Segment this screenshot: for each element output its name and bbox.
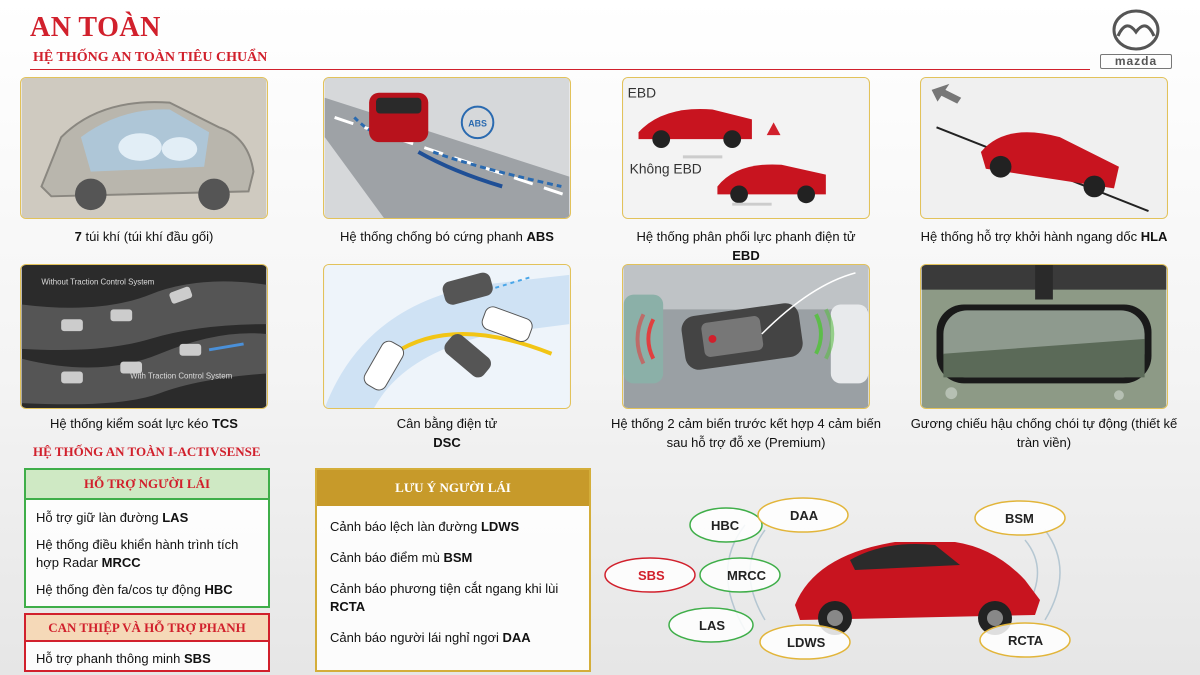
page-title: AN TOÀN [30,12,161,43]
list-item: Cảnh báo điểm mù BSM [330,550,473,565]
feature-caption: Hệ thống chống bó cứng phanh ABS [340,229,554,244]
brake-assist-panel: CAN THIỆP VÀ HỖ TRỢ PHANH Hỗ trợ phanh t… [24,613,270,672]
no-ebd-image-label: Không EBD [630,162,702,177]
dsc-icon [324,265,570,408]
list-item: Cảnh báo phương tiện cắt ngang khi lùi R… [330,581,559,614]
feature-caption: Hệ thống 2 cảm biến trước kết hợp 4 cảm … [611,416,881,450]
hla-image [920,77,1168,219]
parking-sensor-image [622,264,870,409]
tcs-without-label: Without Traction Control System [41,278,154,287]
list-item: Cảnh báo người lái nghỉ ngơi DAA [330,630,531,645]
ldws-label: LDWS [787,635,826,650]
logo-text: mazda [1100,54,1172,69]
rcta-label: RCTA [1008,633,1044,648]
list-item: Hệ thống điều khiển hành trình tích hợp … [36,537,239,570]
panel-heading: CAN THIỆP VÀ HỖ TRỢ PHANH [26,615,268,642]
section-title: HỆ THỐNG AN TOÀN I-ACTIVSENSE [33,444,261,459]
list-item: Hệ thống đèn fa/cos tự động HBC [36,582,233,597]
list-item: Hỗ trợ phanh thông minh SBS [36,651,211,666]
sensor-diagram: HBC DAA BSM SBS MRCC LAS LDWS RCTA [595,470,1200,675]
driver-assist-panel: HỖ TRỢ NGƯỜI LÁI Hỗ trợ giữ làn đường LA… [24,468,270,608]
panel-heading: HỖ TRỢ NGƯỜI LÁI [26,470,268,500]
abs-icon: ABS [324,78,570,218]
mirror-icon [921,265,1167,408]
ebd-image-label: EBD [628,86,656,101]
driver-alert-panel: LƯU Ý NGƯỜI LÁI Cảnh báo lệch làn đường … [315,468,591,672]
list-item: Hỗ trợ giữ làn đường LAS [36,510,189,525]
feature-caption: Cân bằng điện tử DSC [396,416,498,450]
sensor-car-icon: HBC DAA BSM SBS MRCC LAS LDWS RCTA [604,497,1071,660]
mrcc-label: MRCC [727,568,767,583]
feature-caption: Hệ thống phân phối lực phanh điện tử EBD [636,229,856,263]
parking-sensor-icon [623,265,869,408]
hla-icon [921,78,1167,218]
page-subtitle: HỆ THỐNG AN TOÀN TIÊU CHUẨN [33,50,268,65]
tcs-image: Without Traction Control System With Tra… [20,264,268,409]
hbc-label: HBC [711,518,740,533]
abs-image: ABS [323,77,571,219]
airbag-icon [21,78,267,218]
feature-caption: Gương chiếu hậu chống chói tự động (thiế… [910,416,1178,450]
mazda-emblem-icon [1112,9,1160,51]
feature-caption: 7 túi khí (túi khí đầu gối) [74,229,214,244]
daa-label: DAA [790,508,819,523]
mirror-image [920,264,1168,409]
tcs-with-label: With Traction Control System [130,371,232,380]
airbag-image [20,77,268,219]
las-label: LAS [699,618,725,633]
svg-text:ABS: ABS [468,118,487,128]
list-item: Cảnh báo lệch làn đường LDWS [330,519,520,534]
bsm-label: BSM [1005,511,1034,526]
dsc-image [323,264,571,409]
ebd-image: EBD Không EBD [622,77,870,219]
ebd-icon: EBD Không EBD [623,78,869,218]
tcs-icon: Without Traction Control System With Tra… [21,265,267,408]
feature-caption: Hệ thống kiểm soát lực kéo TCS [50,416,238,431]
feature-caption: Hệ thống hỗ trợ khởi hành ngang dốc HLA [920,229,1168,244]
mazda-logo: mazda [1100,8,1172,70]
panel-heading: LƯU Ý NGƯỜI LÁI [317,470,589,506]
divider [30,69,1090,70]
sbs-label: SBS [638,568,665,583]
